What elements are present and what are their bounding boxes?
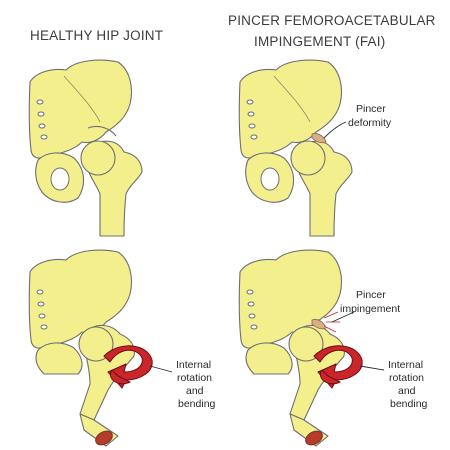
- sacral-foramen: [38, 313, 46, 319]
- panel-healthy-flexed: Internal rotation and bending: [28, 249, 216, 447]
- pincer-deformity-leader: [323, 121, 347, 139]
- femur-cut-end: [305, 430, 323, 446]
- femoral-head: [78, 326, 114, 362]
- label-internal-2: rotation: [177, 372, 212, 384]
- sacral-foramen: [250, 134, 258, 140]
- rotation-arrow-tail: [110, 369, 131, 385]
- pelvis: [28, 249, 133, 349]
- sacral-foramen: [40, 134, 48, 140]
- ischium: [245, 342, 293, 375]
- sacral-foramen: [248, 123, 256, 129]
- sacral-foramen: [38, 123, 46, 129]
- sacral-foramen: [37, 111, 45, 117]
- sacral-foramen: [247, 301, 255, 307]
- sacral-foramen: [246, 289, 254, 295]
- sacral-foramen: [248, 313, 256, 319]
- label-internal-1: Internal: [388, 359, 423, 371]
- title-fai-line2: IMPINGEMENT (FAI): [254, 34, 385, 49]
- panel-pincer-standing: Pincer deformity: [238, 59, 392, 237]
- internal-rotation-leader: [149, 365, 173, 373]
- pincer-overgrowth: [311, 133, 327, 144]
- label-pincer-impingement-1: Pincer: [356, 289, 386, 301]
- sacral-foramen: [40, 324, 48, 330]
- sacral-foramen: [36, 289, 44, 295]
- label-internal-4: bending: [178, 398, 216, 410]
- femoral-head: [288, 326, 324, 362]
- pelvis: [238, 59, 343, 159]
- femoral-head: [290, 140, 326, 176]
- label-internal-2: rotation: [389, 372, 424, 384]
- sacral-foramen: [250, 324, 258, 330]
- title-fai-line1: PINCER FEMOROACETABULAR: [228, 13, 436, 28]
- pelvis: [28, 59, 133, 159]
- label-internal-4: bending: [390, 398, 428, 410]
- title-healthy: HEALTHY HIP JOINT: [30, 28, 163, 43]
- label-internal-3: and: [398, 385, 416, 397]
- label-pincer-deformity-2: deformity: [348, 117, 392, 129]
- internal-rotation-leader: [359, 365, 385, 371]
- femoral-head: [80, 140, 116, 176]
- obturator-foramen: [50, 167, 70, 191]
- sacral-foramen: [246, 99, 254, 105]
- label-pincer-deformity-1: Pincer: [356, 103, 386, 115]
- sacral-foramen: [247, 111, 255, 117]
- panel-pincer-flexed: Pincer impingement Internal rotation and…: [238, 249, 428, 447]
- acetabular-rim: [87, 125, 117, 137]
- rotation-arrow-tail: [320, 369, 341, 385]
- sacral-foramen: [37, 301, 45, 307]
- pincer-impingement-leader: [331, 311, 355, 323]
- obturator-foramen: [260, 167, 280, 191]
- sacral-foramen: [36, 99, 44, 105]
- femur-cut-end: [95, 430, 113, 446]
- label-internal-1: Internal: [176, 359, 211, 371]
- label-internal-3: and: [186, 385, 204, 397]
- pincer-overgrowth: [311, 319, 327, 330]
- panel-healthy-standing: [28, 59, 143, 237]
- label-pincer-impingement-2: impingement: [340, 303, 400, 315]
- ischium: [35, 342, 83, 375]
